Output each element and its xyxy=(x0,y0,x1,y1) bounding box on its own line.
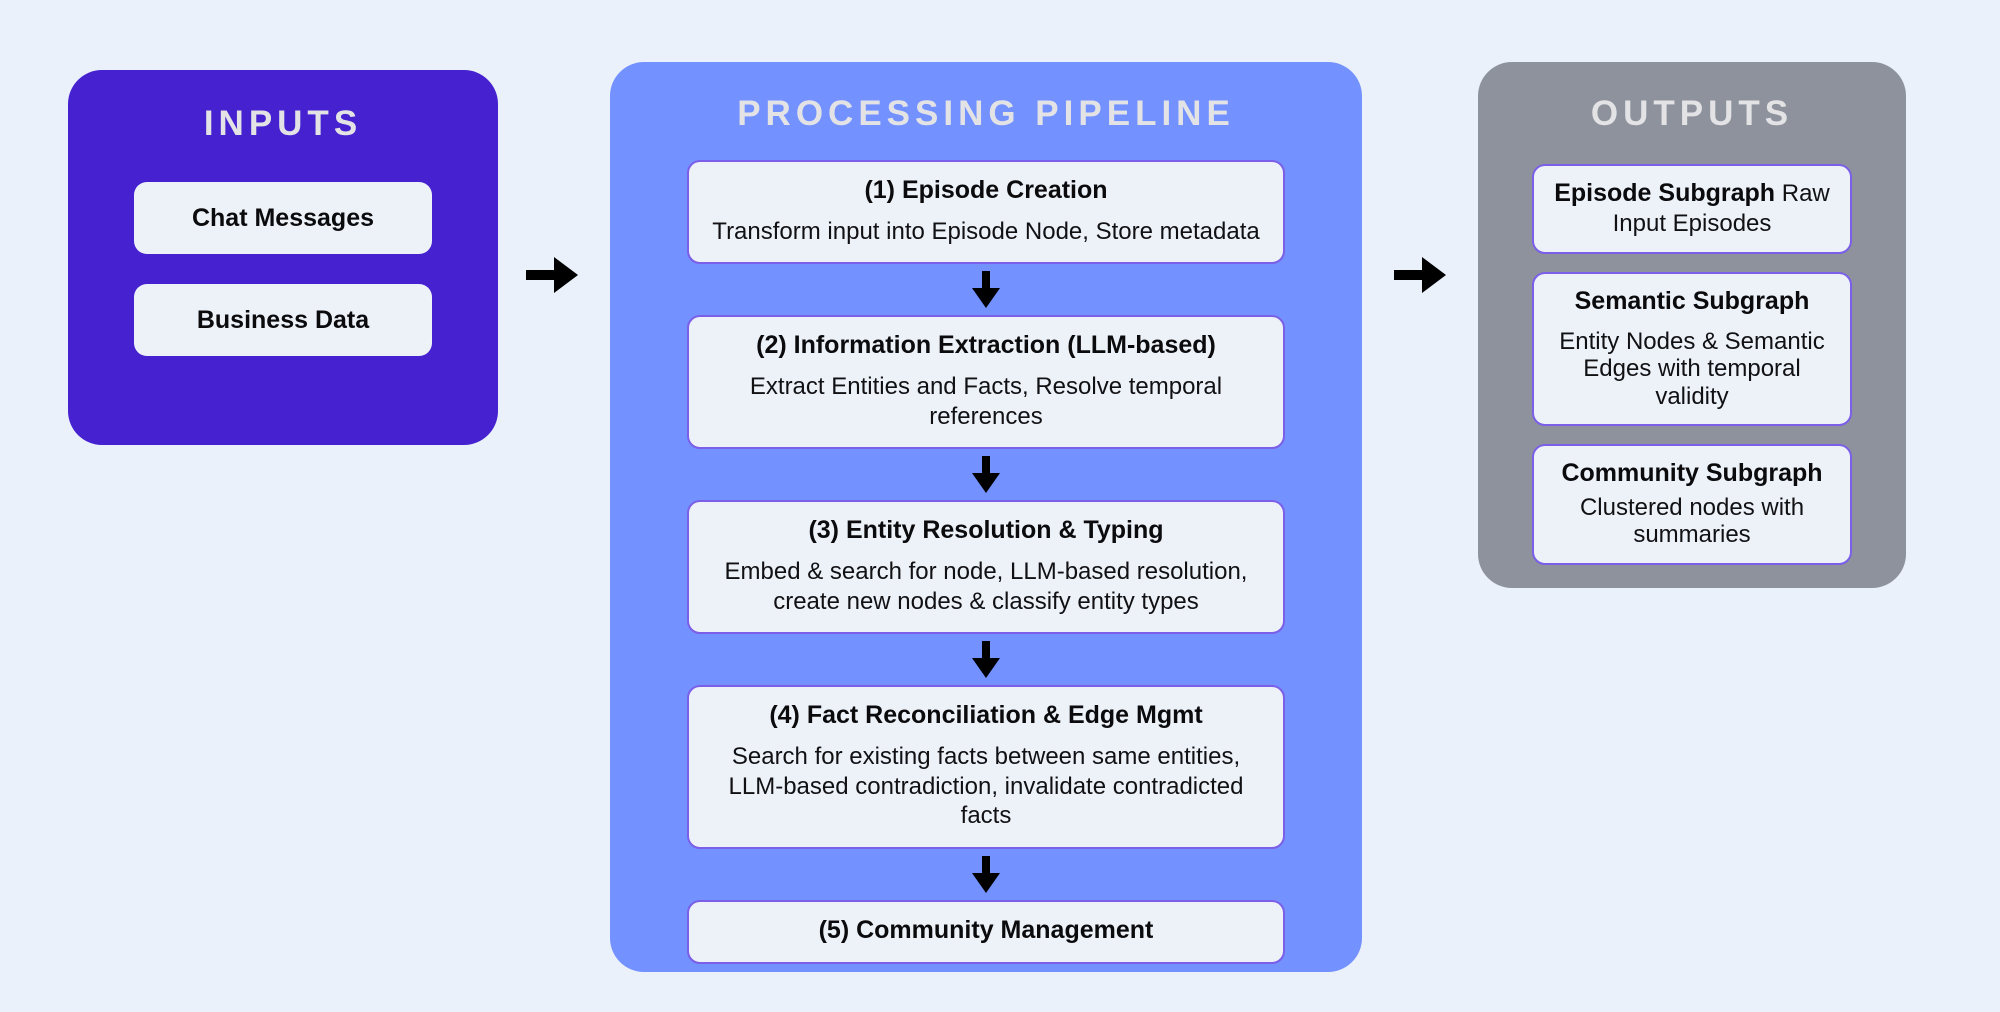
output-card-description: Raw Input Episodes xyxy=(1612,180,1830,237)
output-card-title: Episode Subgraph xyxy=(1554,179,1776,207)
input-card-chat-messages: Chat Messages xyxy=(134,182,432,254)
pipeline-step-1: (1) Episode Creation Transform input int… xyxy=(687,160,1285,265)
output-card-episode-subgraph: Episode Subgraph Raw Input Episodes xyxy=(1532,164,1852,254)
inputs-panel-title: INPUTS xyxy=(203,104,363,143)
input-card-label: Business Data xyxy=(196,305,370,334)
input-card-label: Chat Messages xyxy=(191,203,375,232)
arrow-down-icon xyxy=(972,641,1000,679)
step-title: (3) Entity Resolution & Typing xyxy=(808,516,1164,545)
arrow-right-icon xyxy=(1394,257,1446,293)
outputs-panel: OUTPUTS Episode Subgraph Raw Input Episo… xyxy=(1478,62,1906,588)
outputs-panel-title: OUTPUTS xyxy=(1590,94,1794,133)
step-title: (4) Fact Reconciliation & Edge Mgmt xyxy=(769,701,1203,730)
pipeline-step-5: (5) Community Management xyxy=(687,900,1285,964)
arrow-right-icon xyxy=(526,257,578,293)
arrow-down-icon xyxy=(972,856,1000,893)
inputs-panel: INPUTS Chat Messages Business Data xyxy=(68,70,498,445)
step-description: Transform input into Episode Node, Store… xyxy=(712,217,1260,245)
output-card-description: Entity Nodes & Semantic Edges with tempo… xyxy=(1559,328,1825,410)
step-title: (1) Episode Creation xyxy=(864,176,1108,204)
output-card-title: Semantic Subgraph xyxy=(1574,287,1810,315)
arrow-down-icon xyxy=(972,456,1000,494)
pipeline-step-3: (3) Entity Resolution & Typing Embed & s… xyxy=(687,500,1285,635)
output-card-line: Episode Subgraph Raw Input Episodes xyxy=(1548,178,1836,238)
pipeline-steps: (1) Episode Creation Transform input int… xyxy=(610,160,1362,964)
pipeline-step-2: (2) Information Extraction (LLM-based) E… xyxy=(687,315,1285,450)
arrow-down-icon xyxy=(972,271,1000,309)
step-title: (5) Community Management xyxy=(818,916,1154,944)
step-description: Embed & search for node, LLM-based resol… xyxy=(724,557,1248,615)
input-card-business-data: Business Data xyxy=(134,284,432,356)
pipeline-step-4: (4) Fact Reconciliation & Edge Mgmt Sear… xyxy=(687,685,1285,849)
processing-pipeline-panel: PROCESSING PIPELINE (1) Episode Creation… xyxy=(610,62,1362,972)
output-card-community-subgraph: Community Subgraph Clustered nodes with … xyxy=(1532,444,1852,565)
step-description: Extract Entities and Facts, Resolve temp… xyxy=(749,372,1223,430)
step-description: Search for existing facts between same e… xyxy=(728,742,1244,830)
step-title: (2) Information Extraction (LLM-based) xyxy=(756,331,1216,360)
output-card-description: Clustered nodes with summaries xyxy=(1579,494,1805,549)
pipeline-panel-title: PROCESSING PIPELINE xyxy=(737,94,1235,133)
output-card-semantic-subgraph: Semantic Subgraph Entity Nodes & Semanti… xyxy=(1532,272,1852,427)
output-card-title: Community Subgraph xyxy=(1561,459,1823,488)
